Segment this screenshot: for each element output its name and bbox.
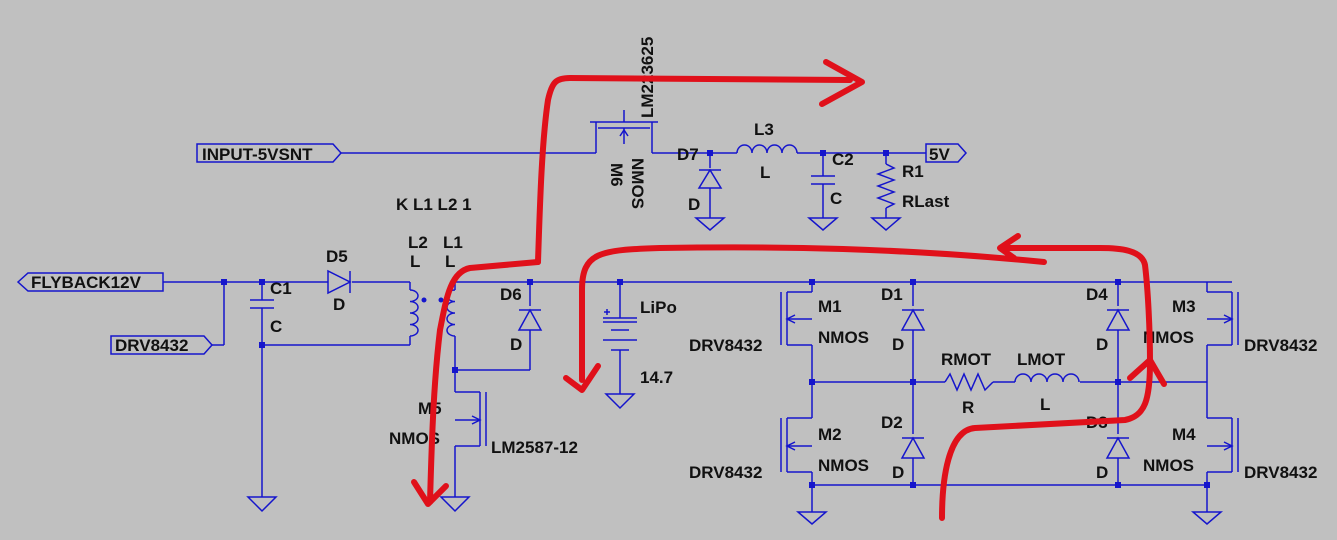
m6-mosfet: M6 NMOS LM223625 <box>590 37 658 209</box>
ground-symbols <box>246 217 1224 525</box>
r1-resistor: R1 RLast <box>875 162 950 211</box>
l3-inductor: L3 L <box>736 120 798 182</box>
l2-value: L <box>410 252 420 271</box>
lipo-battery: LiPo 14.7 <box>603 298 677 387</box>
c2-capacitor: C2 C <box>811 150 854 208</box>
m3-value: NMOS <box>1143 328 1194 347</box>
annotation-arrowhead-middle <box>563 363 601 393</box>
red-annotation-arrows <box>411 59 1167 521</box>
m2-name: M2 <box>818 425 842 444</box>
drv8432-left-port: DRV8432 <box>110 335 214 355</box>
m5-part: LM2587-12 <box>491 438 578 457</box>
annotation-arrowhead-left <box>411 479 449 507</box>
m1-value: NMOS <box>818 328 869 347</box>
annotation-arrowhead-top <box>819 59 865 107</box>
m2-driver: DRV8432 <box>689 463 762 482</box>
m3-mosfet: M3 NMOS DRV8432 <box>1143 291 1317 355</box>
d1-diode: D1 D <box>881 285 926 354</box>
d3-value: D <box>1096 463 1108 482</box>
m4-mosfet: M4 NMOS DRV8432 <box>1143 417 1317 482</box>
m5-mosfet: M5 NMOS LM2587-12 <box>389 391 578 497</box>
m1-driver: DRV8432 <box>689 336 762 355</box>
c1-value: C <box>270 317 282 336</box>
d7-name: D7 <box>677 145 699 164</box>
5v-port: 5V <box>925 143 968 164</box>
m6-name: M6 <box>607 163 626 187</box>
d1-name: D1 <box>881 285 903 304</box>
m6-value: NMOS <box>628 158 647 209</box>
annotation-path-left <box>427 259 541 505</box>
d1-value: D <box>892 335 904 354</box>
c2-value: C <box>830 189 842 208</box>
coupling-label: K L1 L2 1 <box>396 195 472 214</box>
c1-capacitor: C1 C <box>250 279 292 336</box>
d2-diode: D2 D <box>881 413 926 482</box>
drv-left-port-label: DRV8432 <box>115 336 188 355</box>
annotation-path-top <box>535 75 853 265</box>
d4-diode: D4 D <box>1086 285 1131 354</box>
lmot-value: L <box>1040 395 1050 414</box>
d7-value: D <box>688 195 700 214</box>
m3-driver: DRV8432 <box>1244 336 1317 355</box>
lmot-name: LMOT <box>1017 350 1066 369</box>
m3-name: M3 <box>1172 297 1196 316</box>
l2-name: L2 <box>408 233 428 252</box>
d4-value: D <box>1096 335 1108 354</box>
d4-name: D4 <box>1086 285 1108 304</box>
flyback-port-label: FLYBACK12V <box>31 273 142 292</box>
m4-value: NMOS <box>1143 456 1194 475</box>
m4-name: M4 <box>1172 425 1196 444</box>
c1-name: C1 <box>270 279 292 298</box>
c2-name: C2 <box>832 150 854 169</box>
junction-dots <box>221 150 1210 488</box>
l3-value: L <box>760 163 770 182</box>
d5-name: D5 <box>326 247 348 266</box>
input-port-label: INPUT-5VSNT <box>202 145 313 164</box>
m2-mosfet: M2 NMOS DRV8432 <box>689 417 869 482</box>
annotation-arrowhead-right <box>1127 357 1167 387</box>
m4-driver: DRV8432 <box>1244 463 1317 482</box>
d6-diode: D6 D <box>500 285 543 354</box>
l1-value: L <box>445 252 455 271</box>
input-5vsnt-port: INPUT-5VSNT <box>196 143 343 164</box>
l1-name: L1 <box>443 233 463 252</box>
d6-value: D <box>510 335 522 354</box>
m1-mosfet: M1 NMOS DRV8432 <box>689 291 869 355</box>
d2-name: D2 <box>881 413 903 432</box>
m5-value: NMOS <box>389 429 440 448</box>
d6-name: D6 <box>500 285 522 304</box>
rmot-name: RMOT <box>941 350 992 369</box>
r1-value: RLast <box>902 192 950 211</box>
d5-value: D <box>333 295 345 314</box>
m5-name: M5 <box>418 399 442 418</box>
flyback12v-port: FLYBACK12V <box>16 272 164 292</box>
m1-name: M1 <box>818 297 842 316</box>
battery-name: LiPo <box>640 298 677 317</box>
5v-port-label: 5V <box>929 145 950 164</box>
rmot-value: R <box>962 398 974 417</box>
d7-diode: D7 D <box>677 145 723 214</box>
d5-diode: D5 D <box>326 247 352 314</box>
l3-name: L3 <box>754 120 774 139</box>
transformer-l1-l2: K L1 L2 1 L2 L L1 L <box>396 195 472 337</box>
m2-value: NMOS <box>818 456 869 475</box>
d2-value: D <box>892 463 904 482</box>
battery-value: 14.7 <box>640 368 673 387</box>
rmot-resistor: RMOT R <box>941 350 994 417</box>
lmot-inductor: LMOT L <box>1014 350 1080 414</box>
r1-name: R1 <box>902 162 924 181</box>
annotation-path-middle <box>579 244 1047 383</box>
annotation-arrowhead-return <box>997 233 1021 261</box>
